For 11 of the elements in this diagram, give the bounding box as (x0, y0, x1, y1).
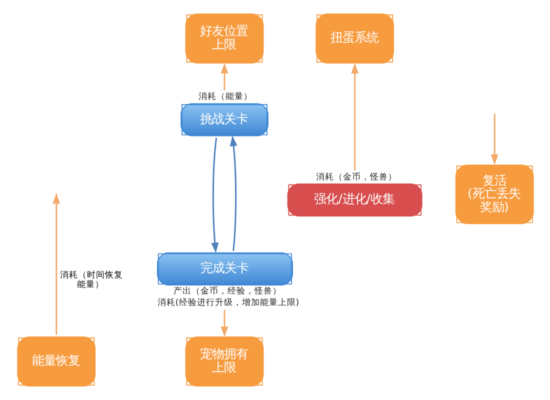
node-label: 消耗（能量） (198, 92, 252, 102)
arrow (220, 310, 228, 338)
node-label: 产出（金币，经验，怪兽） (173, 286, 281, 297)
node-label: 消耗(经验进行升级，增加能量上限) (156, 298, 299, 308)
arrow (229, 136, 237, 251)
arrow (220, 62, 228, 90)
node-label: 消耗（金币，怪兽） (316, 172, 397, 182)
arrow (490, 115, 498, 166)
edge-label: 消耗（时间恢复能量） (60, 270, 123, 290)
arrow (350, 62, 358, 171)
arrow (210, 138, 218, 254)
